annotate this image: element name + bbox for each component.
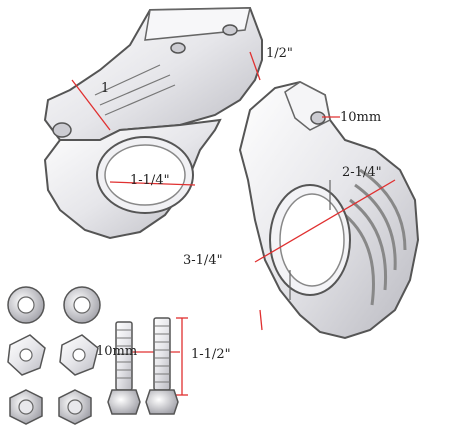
bolt-hole (310, 111, 326, 125)
dimension-label-1-1-2: 1-1/2" (191, 347, 231, 362)
dimension-label-1: 1 (101, 81, 110, 96)
dimension-label-1-1-4: 1-1/4" (130, 173, 170, 188)
right-clamp-bracket (238, 80, 420, 340)
bolt-hole (170, 42, 186, 54)
flat-washer (7, 286, 45, 324)
hex-bolt (107, 321, 141, 415)
dimension-label-half-inch: 1/2" (266, 46, 293, 61)
dimension-label-2-1-4: 2-1/4" (342, 165, 382, 180)
tab-washer (7, 334, 46, 376)
hex-nut (58, 389, 92, 425)
dimension-label-10mm-bolt: 10mm (96, 344, 138, 359)
bolt-hole (222, 24, 238, 36)
hex-nut (9, 389, 43, 425)
hex-bolt (145, 317, 179, 415)
left-clamp-bracket (43, 6, 263, 240)
flat-washer (63, 286, 101, 324)
dimension-label-3-1-4: 3-1/4" (183, 253, 223, 268)
dimension-label-10mm-top: 10mm (340, 110, 382, 125)
bolt-hole (52, 122, 72, 138)
tab-washer (59, 334, 99, 376)
